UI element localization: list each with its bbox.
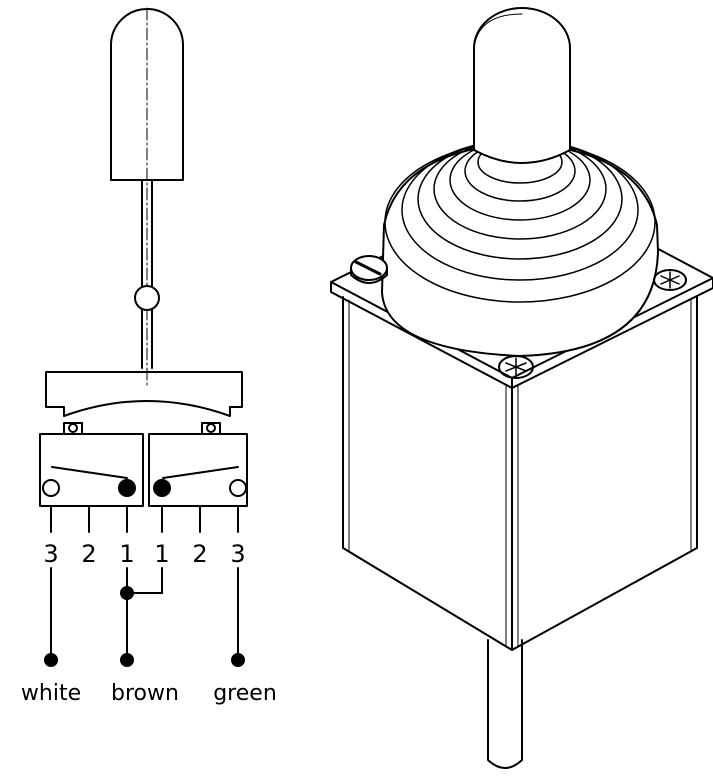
screw-top-right [653,269,687,291]
bottom-shaft [487,639,523,769]
actuator-plate [45,371,243,417]
pin-labels: 3 2 1 1 2 3 [43,540,245,568]
microswitch-left [39,422,144,533]
wire-labels: white brown green [21,681,277,706]
pin-label-left-1: 1 [119,540,134,568]
pivot-joint [134,285,160,311]
wire-label-white: white [21,681,81,706]
joystick-grip [473,7,571,164]
pin-label-left-3: 3 [43,540,58,568]
pin-label-right-3: 3 [230,540,245,568]
pin-label-left-2: 2 [81,540,96,568]
wire-label-brown: brown [111,681,179,706]
pin-label-right-2: 2 [192,540,207,568]
microswitch-right [148,422,248,533]
joystick-isometric [330,7,713,769]
pin-label-right-1: 1 [154,540,169,568]
schematic [39,7,248,667]
screw-front [498,355,534,379]
lever-knob [110,8,184,181]
wire-label-green: green [213,681,277,706]
wiring [44,567,245,667]
screw-top-left [350,255,388,284]
